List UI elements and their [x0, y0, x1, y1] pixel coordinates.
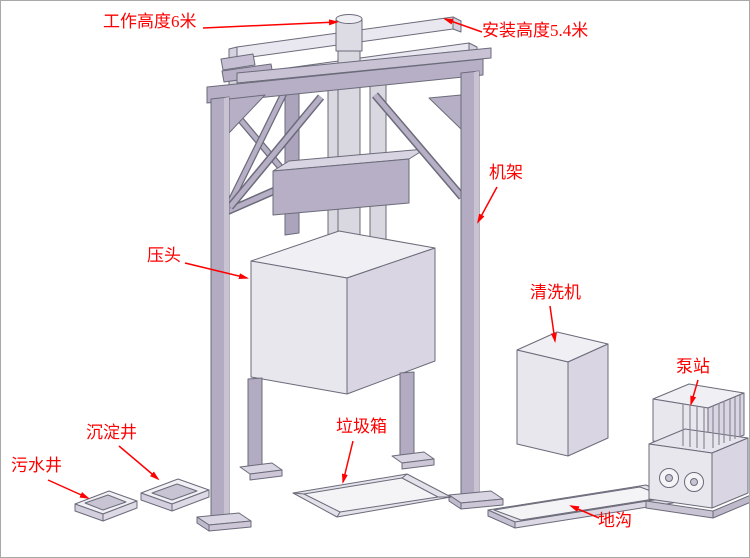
left-column-highlight: [224, 97, 229, 521]
washer-side: [567, 343, 609, 457]
pump-base-side: [712, 495, 749, 519]
rear-leg-right-plate-front: [401, 458, 435, 470]
label-sediment-well: 沉淀井: [86, 423, 137, 442]
arrow-washer: [549, 305, 557, 343]
top-beam-rear: [236, 47, 492, 84]
hoist-cylinder: [335, 14, 363, 52]
pump-lower-side: [711, 437, 749, 509]
label-pump-station: 泵站: [676, 357, 710, 376]
washer-box-drawing: [516, 331, 609, 457]
rear-legs: [239, 371, 435, 481]
pump-lower-front: [648, 443, 713, 509]
sediment-well-drawing: [140, 478, 210, 512]
right-column-highlight: [474, 71, 479, 499]
label-trench: 地沟: [598, 511, 632, 530]
pit-corner-edge: [401, 473, 408, 479]
label-frame: 机架: [489, 163, 523, 182]
pump-vents: [682, 395, 741, 449]
rear-leg-left-plate-front: [249, 469, 283, 481]
arrow-sewage-well: [47, 479, 90, 499]
diagonal-brace: [228, 95, 323, 209]
pit-corner-edge: [336, 511, 341, 518]
right-base-plate-front: [460, 498, 504, 510]
label-install-height: 安装高度5.4米: [482, 21, 589, 40]
sewage-well-drawing: [74, 490, 138, 522]
top-beam-front: [206, 58, 484, 104]
arrow-working-height: [202, 19, 339, 29]
label-garbage-bin: 垃圾箱: [336, 417, 387, 436]
pit-corner-edge: [292, 492, 305, 495]
crosshead-front: [272, 158, 410, 216]
trolley-block: [220, 53, 256, 71]
cylinder-top: [335, 14, 363, 24]
well-skirt-front: [171, 489, 210, 512]
trench-drawing: [487, 484, 674, 529]
pump-port-center: [665, 474, 673, 482]
rail-rear-endcap: [452, 16, 462, 33]
arrow-install-height: [443, 18, 483, 33]
well-hole: [84, 494, 127, 511]
well-skirt-front: [102, 500, 138, 522]
arrow-garbage-bin: [341, 440, 354, 484]
crosshead: [272, 148, 426, 216]
arrow-sediment-well: [118, 445, 160, 481]
washer-front: [516, 349, 569, 457]
label-working-height: 工作高度6米: [103, 12, 197, 31]
press-box-side: [346, 247, 436, 395]
left-base-plate-front: [208, 520, 252, 532]
garbage-pit-drawing: [292, 473, 452, 518]
brace-bar: [225, 76, 295, 208]
arrow-frame: [477, 186, 498, 224]
pump-station-drawing: [645, 383, 749, 519]
press-head-box: [250, 230, 436, 395]
label-washer: 清洗机: [530, 283, 581, 302]
arrow-trench: [569, 505, 600, 519]
gantry-top-beams: [206, 47, 492, 104]
gusset-right: [428, 94, 462, 130]
frame-columns: [196, 70, 504, 532]
rear-leg-right: [399, 371, 415, 459]
well-hole: [151, 483, 198, 501]
press-box-front: [250, 260, 348, 395]
trench-front-face: [514, 496, 674, 529]
rear-leg-left: [247, 377, 263, 470]
pump-port-center: [690, 478, 698, 486]
annotation-arrows: [47, 18, 699, 519]
label-sewage-well: 污水井: [11, 456, 62, 475]
label-press-head: 压头: [147, 246, 181, 265]
diagonal-brace: [373, 93, 464, 199]
arrow-press-head: [184, 262, 249, 280]
arrow-pump: [690, 379, 699, 406]
